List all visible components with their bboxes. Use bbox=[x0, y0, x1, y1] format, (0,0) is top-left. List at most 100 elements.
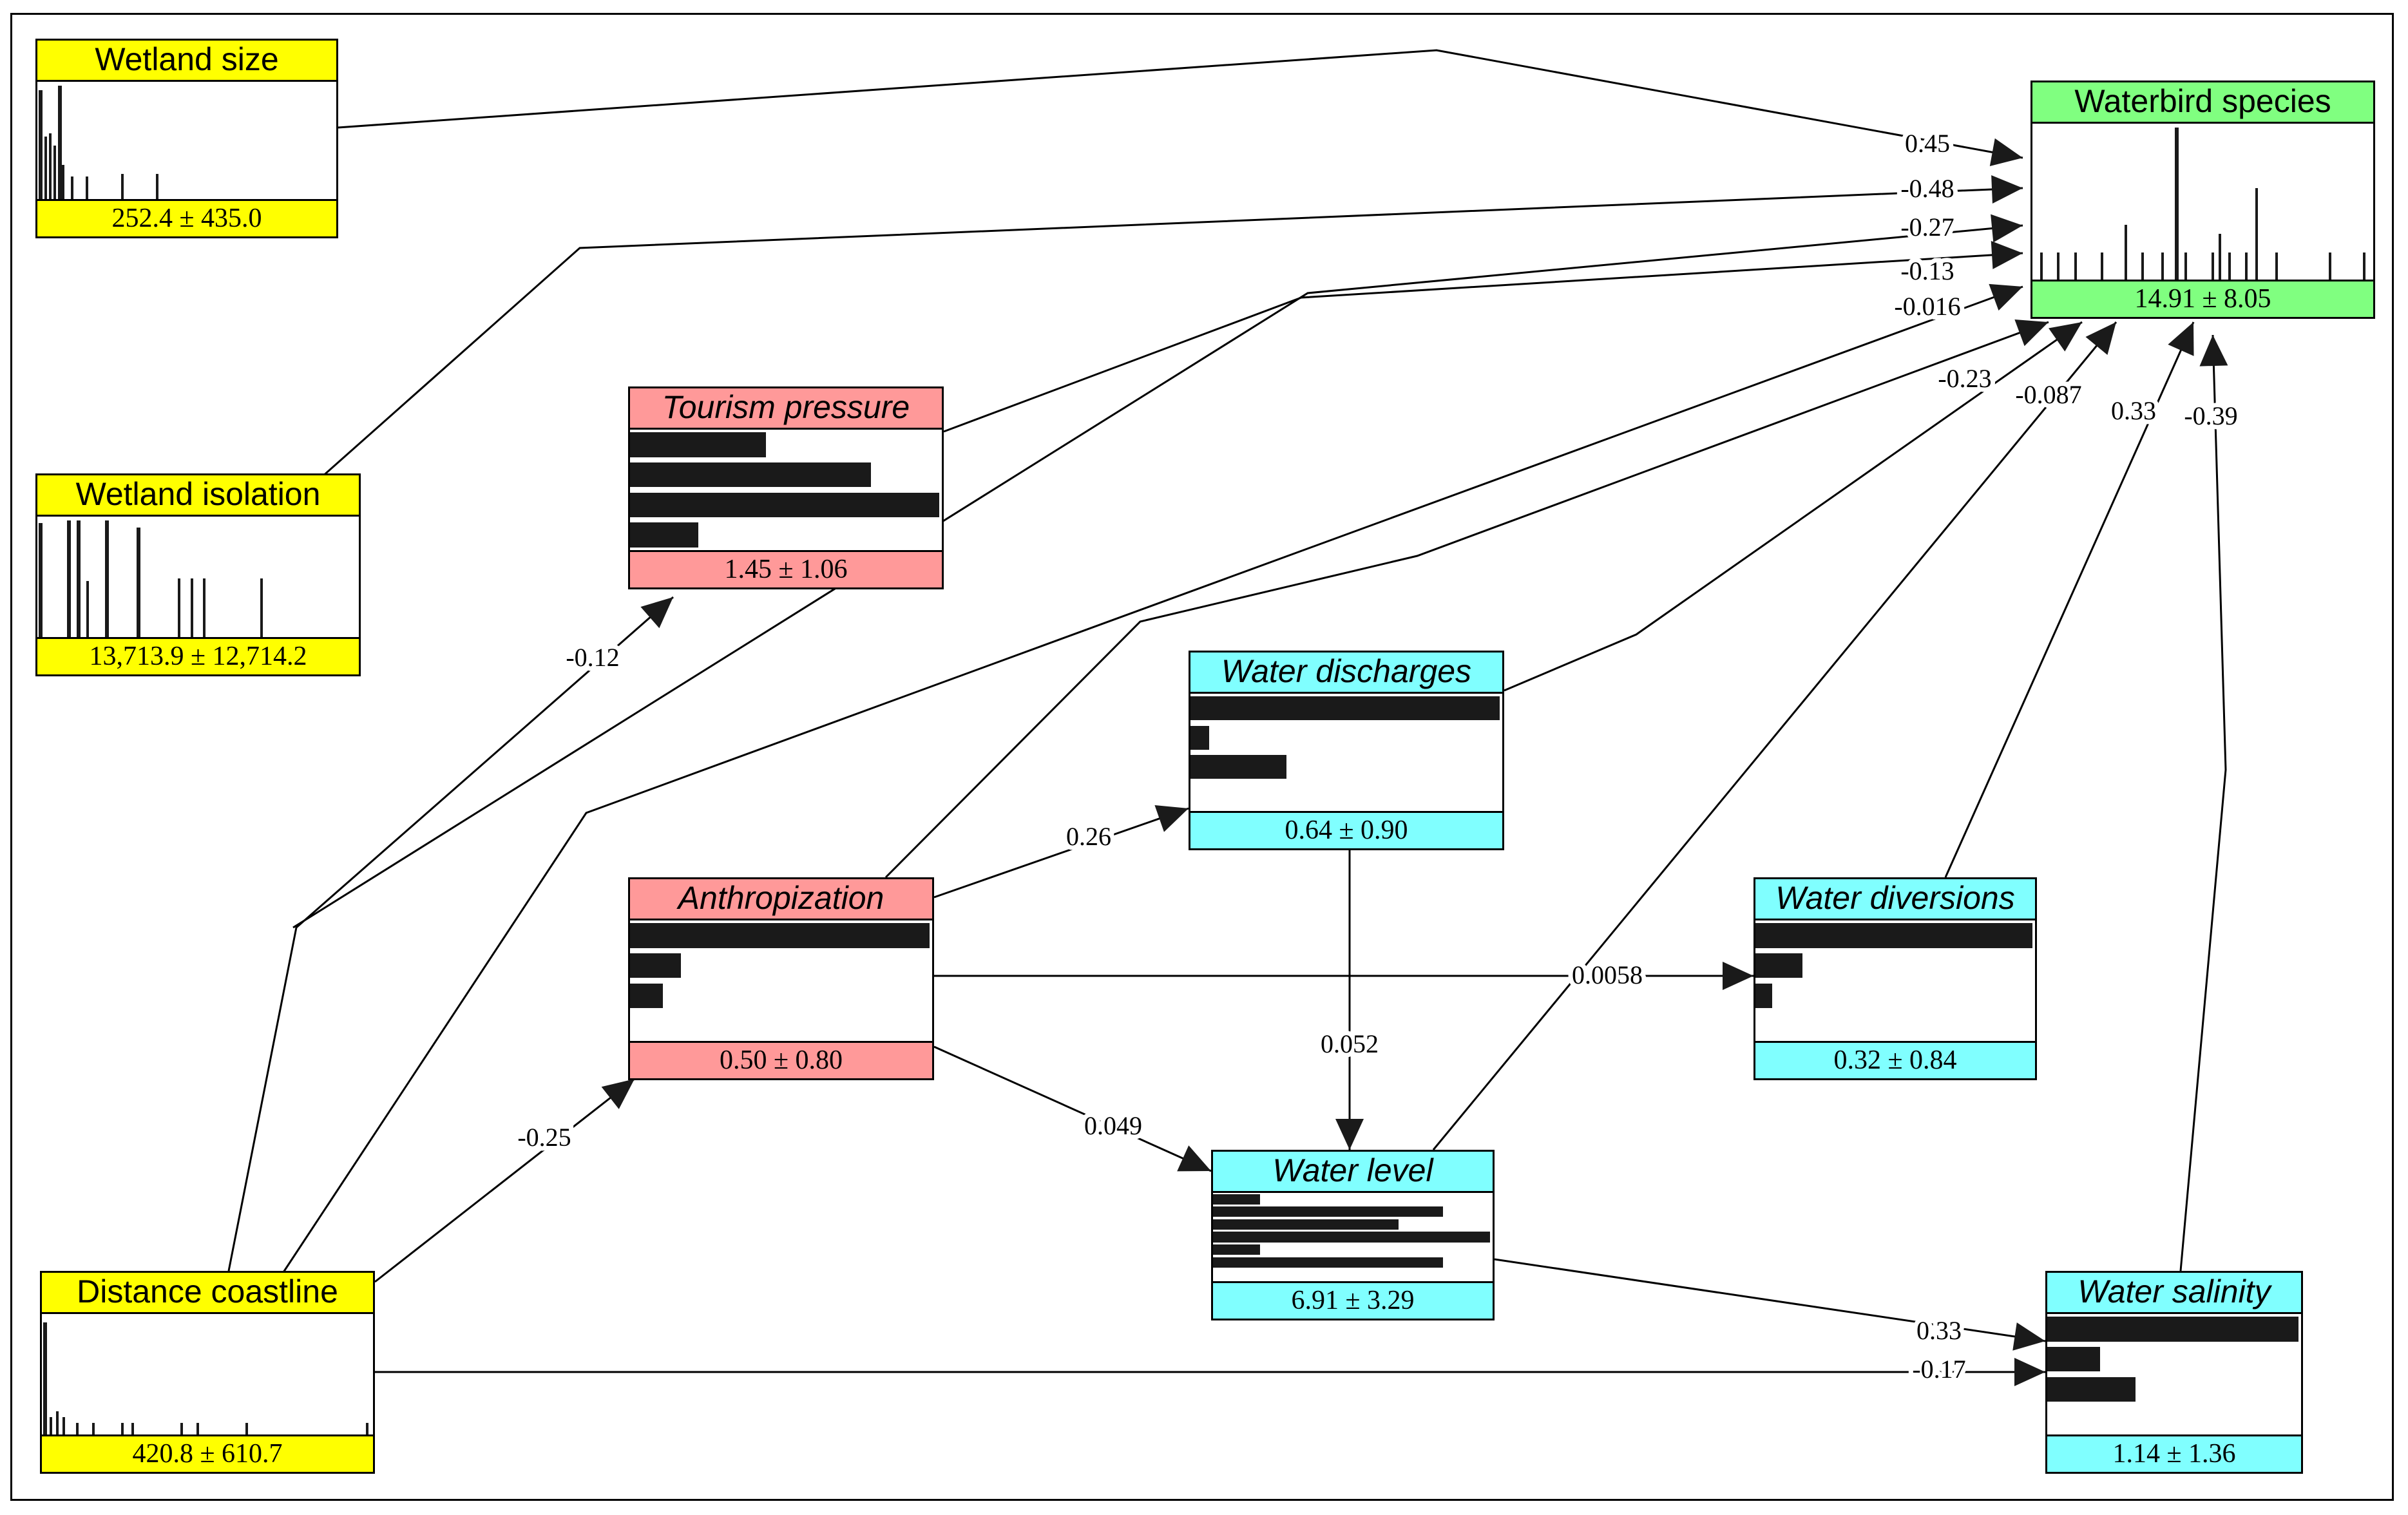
node-distribution-chart bbox=[42, 1314, 373, 1434]
node-distribution-chart bbox=[1755, 920, 2035, 1041]
histogram-spike bbox=[180, 1423, 183, 1434]
arrowhead-waterbird_species bbox=[1991, 175, 2023, 204]
node-title: Wetland size bbox=[37, 41, 336, 82]
histogram-spike bbox=[43, 1322, 47, 1434]
arrowhead-tourism_pressure bbox=[640, 597, 673, 629]
node-distribution-chart bbox=[630, 430, 942, 550]
edge-tourism_pressure-to-waterbird_species bbox=[943, 252, 2023, 433]
state-bar bbox=[1213, 1219, 1399, 1230]
node-wetland-isolation[interactable]: Wetland isolation 13,713.9 ± 12,714.2 bbox=[35, 473, 361, 676]
histogram-spike bbox=[39, 90, 43, 199]
histogram-spike bbox=[366, 1423, 368, 1434]
state-bar bbox=[1213, 1257, 1443, 1268]
edge-distance_coastline-to-tourism_pressure bbox=[227, 596, 674, 1272]
state-bar bbox=[1213, 1194, 1260, 1205]
node-title: Water diversions bbox=[1755, 879, 2035, 920]
histogram-spike bbox=[58, 86, 62, 199]
histogram-spike bbox=[2275, 252, 2278, 280]
histogram-spike bbox=[121, 174, 124, 199]
arrowhead-waterbird_species bbox=[2014, 319, 2049, 347]
histogram-spike bbox=[260, 578, 263, 637]
arrowhead-water_diversions bbox=[1723, 962, 1753, 990]
edge-label: 0.33 bbox=[1916, 1316, 1962, 1345]
edge-label: -0.13 bbox=[1900, 256, 1954, 285]
node-value: 13,713.9 ± 12,714.2 bbox=[37, 637, 359, 674]
histogram-spike bbox=[2161, 252, 2164, 280]
node-distribution-chart bbox=[37, 82, 336, 199]
histogram-spike bbox=[2057, 252, 2059, 280]
histogram-spike bbox=[62, 1417, 65, 1434]
histogram-spike bbox=[137, 528, 140, 637]
histogram-spike bbox=[2175, 128, 2179, 280]
edge-label: 0.45 bbox=[1905, 129, 1950, 158]
histogram-spike bbox=[2255, 188, 2258, 280]
node-value: 1.14 ± 1.36 bbox=[2047, 1434, 2301, 1472]
edge-anthropization-to-waterbird_species bbox=[884, 321, 2049, 879]
histogram-spike bbox=[56, 1411, 59, 1434]
histogram-spike bbox=[2125, 225, 2127, 280]
edge-label: -0.12 bbox=[566, 643, 619, 672]
state-bar bbox=[1190, 725, 1209, 750]
histogram-spike bbox=[2184, 252, 2187, 280]
edge-label: -0.087 bbox=[2015, 380, 2081, 409]
state-bar bbox=[630, 462, 871, 488]
node-title: Water level bbox=[1213, 1152, 1493, 1193]
histogram-spike bbox=[86, 176, 88, 199]
arrowhead-water_level bbox=[1177, 1145, 1211, 1172]
histogram-spike bbox=[2074, 252, 2077, 280]
node-value: 14.91 ± 8.05 bbox=[2032, 280, 2373, 317]
histogram-spike bbox=[156, 174, 158, 199]
histogram-spike bbox=[2040, 252, 2043, 280]
state-bar bbox=[1755, 953, 1802, 978]
state-bar bbox=[630, 432, 766, 457]
node-title: Wetland isolation bbox=[37, 475, 359, 517]
histogram-spike bbox=[39, 523, 43, 637]
node-value: 252.4 ± 435.0 bbox=[37, 199, 336, 236]
node-value: 0.50 ± 0.80 bbox=[630, 1041, 932, 1078]
histogram-spike bbox=[2228, 252, 2231, 280]
arrowhead-water_salinity bbox=[2012, 1322, 2045, 1351]
arrowhead-waterbird_species bbox=[1989, 138, 2023, 166]
node-title: Water discharges bbox=[1190, 653, 1502, 694]
histogram-spike bbox=[77, 520, 81, 637]
node-title: Distance coastline bbox=[42, 1273, 373, 1314]
edge-water_discharges-to-waterbird_species bbox=[1504, 321, 2083, 692]
histogram-spike bbox=[2141, 252, 2144, 280]
state-bar bbox=[1190, 755, 1286, 779]
histogram-spike bbox=[203, 578, 205, 637]
edge-distance_coastline-to-anthropization bbox=[374, 1078, 635, 1283]
edge-label: -0.23 bbox=[1938, 364, 1991, 393]
histogram-spike bbox=[53, 146, 56, 199]
histogram-spike bbox=[245, 1423, 248, 1434]
node-wetland-size[interactable]: Wetland size 252.4 ± 435.0 bbox=[35, 39, 338, 238]
histogram-spike bbox=[76, 1423, 79, 1434]
edge-water_salinity-to-waterbird_species bbox=[2179, 334, 2227, 1272]
edge-label: 0.0058 bbox=[1572, 960, 1643, 989]
edge-label: -0.39 bbox=[2184, 401, 2237, 430]
edge-label: -0.016 bbox=[1894, 292, 1960, 321]
arrowhead-water_discharges bbox=[1154, 805, 1189, 832]
arrowhead-anthropization bbox=[601, 1079, 635, 1109]
edge-label: -0.48 bbox=[1900, 174, 1954, 203]
arrowhead-waterbird_species bbox=[1991, 240, 2023, 269]
edge-label: -0.25 bbox=[517, 1123, 571, 1152]
histogram-spike bbox=[2363, 252, 2365, 280]
arrowhead-waterbird_species bbox=[1989, 283, 2023, 311]
histogram-spike bbox=[2329, 252, 2331, 280]
edge-label: -0.27 bbox=[1900, 213, 1954, 242]
histogram-spike bbox=[131, 1423, 134, 1434]
histogram-spike bbox=[49, 133, 52, 199]
edge-anthropization-to-water_discharges bbox=[933, 807, 1189, 899]
state-bar bbox=[1190, 696, 1500, 721]
state-bar bbox=[2047, 1346, 2100, 1372]
node-distribution-chart bbox=[2047, 1314, 2301, 1434]
arrowhead-water_salinity bbox=[2014, 1358, 2045, 1386]
